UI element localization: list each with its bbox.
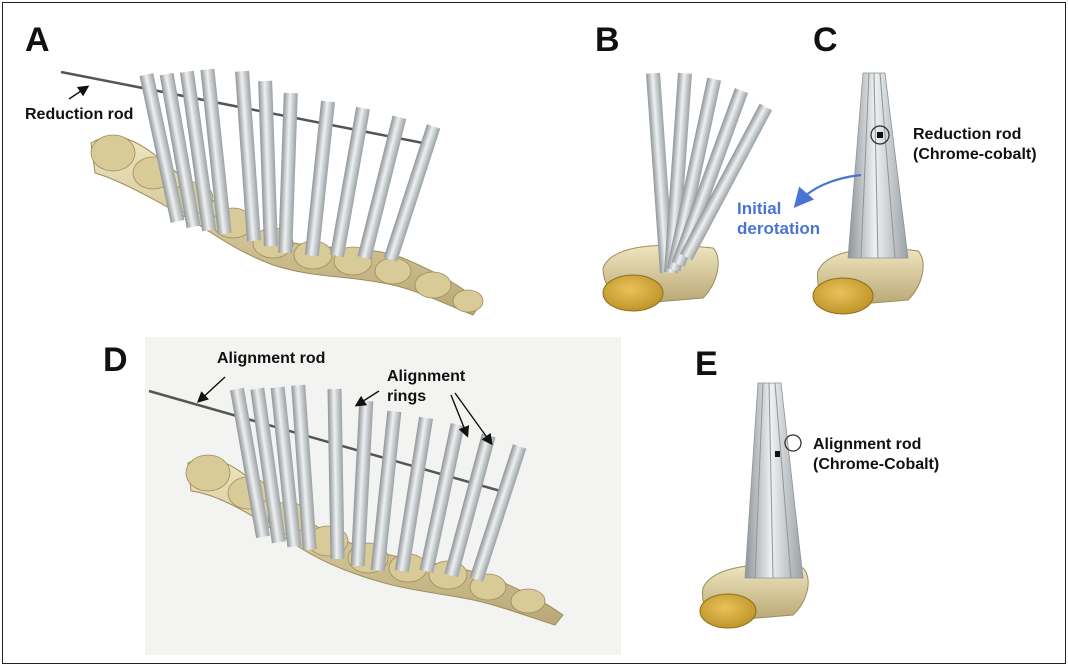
- vertebral-body-c: [813, 278, 873, 314]
- vertebral-body-b: [603, 275, 663, 311]
- e-rod-label-line1: Alignment rod: [813, 435, 921, 454]
- alignment-rod-label: Alignment rod: [217, 349, 325, 368]
- reduction-towers-e: [745, 383, 803, 578]
- figure-artwork: [3, 3, 1067, 665]
- initial-derotation-arrow: [798, 175, 861, 203]
- panel-label-b: B: [595, 23, 620, 57]
- reduction-rod-pointer: [69, 87, 87, 99]
- rod-cross-section-e: [775, 451, 780, 457]
- derotation-label-line2: derotation: [737, 219, 820, 239]
- reduction-towers-c: [848, 73, 908, 258]
- alignment-rings-label-line2: rings: [387, 387, 426, 406]
- reduction-towers-b: [646, 73, 772, 273]
- vertebral-body-e: [700, 594, 756, 628]
- e-rod-label-line2: (Chrome-Cobalt): [813, 455, 939, 474]
- panel-label-c: C: [813, 23, 838, 57]
- panel-e-illustration: [700, 383, 808, 628]
- reduction-towers-a: [140, 69, 441, 262]
- c-rod-label-line2: (Chrome-cobalt): [913, 145, 1037, 164]
- reduction-rod-label: Reduction rod: [25, 105, 133, 124]
- panel-label-d: D: [103, 343, 128, 377]
- panel-c-illustration: [798, 73, 923, 314]
- c-rod-label-line1: Reduction rod: [913, 125, 1021, 144]
- rod-cross-section-c: [877, 132, 883, 138]
- panel-label-e: E: [695, 347, 718, 381]
- derotation-label-line1: Initial: [737, 199, 781, 219]
- alignment-rings-label-line1: Alignment: [387, 367, 465, 386]
- panel-label-a: A: [25, 23, 50, 57]
- panel-b-illustration: [603, 73, 772, 311]
